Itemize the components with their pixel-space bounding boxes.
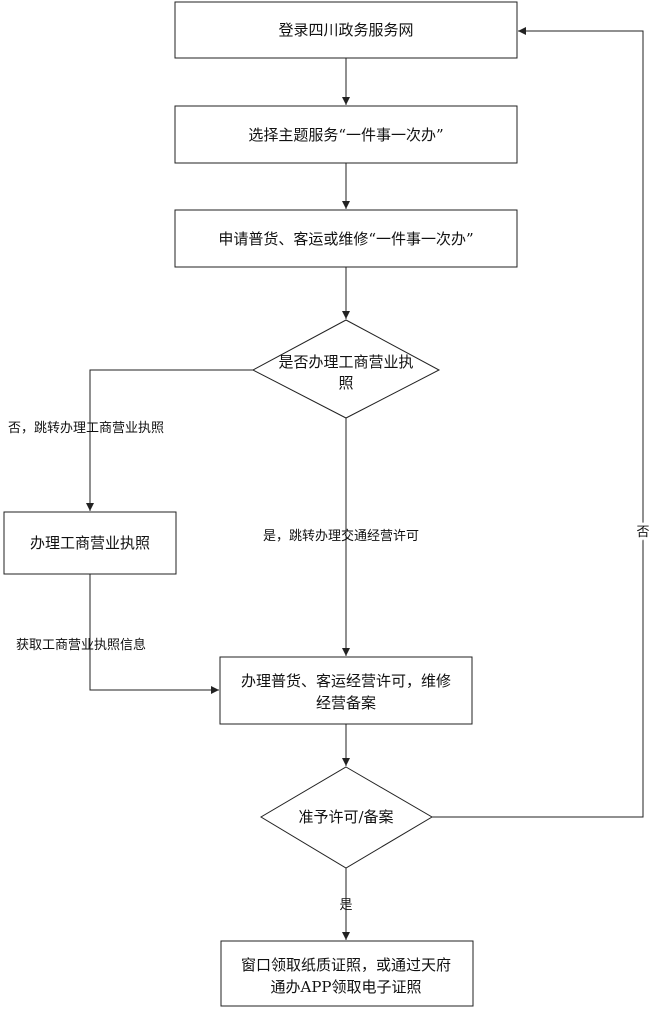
node-handle-license-box bbox=[3, 511, 177, 575]
node-login: 登录四川政务服务网 bbox=[174, 1, 518, 59]
node-decision-license-label-2: 照 bbox=[338, 374, 353, 392]
node-collect-label-2: 通办APP领取电子证照 bbox=[270, 978, 421, 996]
node-login-label: 登录四川政务服务网 bbox=[278, 21, 413, 39]
node-decision-license-shape bbox=[251, 319, 441, 419]
node-handle-permit: 办理普货、客运经营许可，维修 经营备案 bbox=[219, 656, 473, 725]
node-apply-label: 申请普货、客运或维修“一件事一次办” bbox=[218, 230, 473, 248]
node-apply: 申请普货、客运或维修“一件事一次办” bbox=[174, 209, 518, 268]
node-login-box bbox=[174, 1, 518, 59]
node-select-theme-box bbox=[174, 105, 518, 164]
edge-license-to-permit bbox=[89, 574, 219, 694]
edge-label-no-jump-license: 否，跳转办理工商营业执照 bbox=[8, 421, 164, 436]
node-collect: 窗口领取纸质证照，或通过天府 通办APP领取电子证照 bbox=[220, 940, 474, 1007]
edge-decision-no bbox=[86, 369, 253, 511]
node-apply-box bbox=[174, 209, 518, 268]
edge-approve-no bbox=[432, 27, 644, 818]
edges bbox=[86, 27, 644, 940]
node-select-theme: 选择主题服务“一件事一次办” bbox=[174, 105, 518, 164]
node-decision-approve: 准予许可/备案 bbox=[260, 766, 433, 869]
node-handle-permit-label-1: 办理普货、客运经营许可，维修 bbox=[241, 672, 451, 690]
node-handle-license: 办理工商营业执照 bbox=[3, 511, 177, 575]
edge-label-approve-yes: 是 bbox=[339, 898, 352, 913]
node-collect-box bbox=[220, 940, 474, 1007]
node-decision-approve-shape bbox=[260, 766, 433, 869]
node-collect-label-1: 窗口领取纸质证照，或通过天府 bbox=[241, 956, 451, 974]
edge-label-approve-no: 否 bbox=[636, 525, 649, 540]
node-handle-license-label: 办理工商营业执照 bbox=[30, 534, 150, 552]
node-select-theme-label: 选择主题服务“一件事一次办” bbox=[248, 126, 443, 144]
edge-label-get-license-info: 获取工商营业执照信息 bbox=[16, 637, 146, 653]
node-decision-license: 是否办理工商营业执 照 bbox=[251, 319, 441, 419]
node-handle-permit-label-2: 经营备案 bbox=[316, 694, 376, 712]
node-decision-license-label-1: 是否办理工商营业执 bbox=[278, 353, 413, 371]
edge-label-yes-jump-permit: 是，跳转办理交通经营许可 bbox=[263, 528, 419, 544]
node-handle-permit-box bbox=[219, 656, 473, 725]
node-decision-approve-label: 准予许可/备案 bbox=[298, 808, 393, 826]
